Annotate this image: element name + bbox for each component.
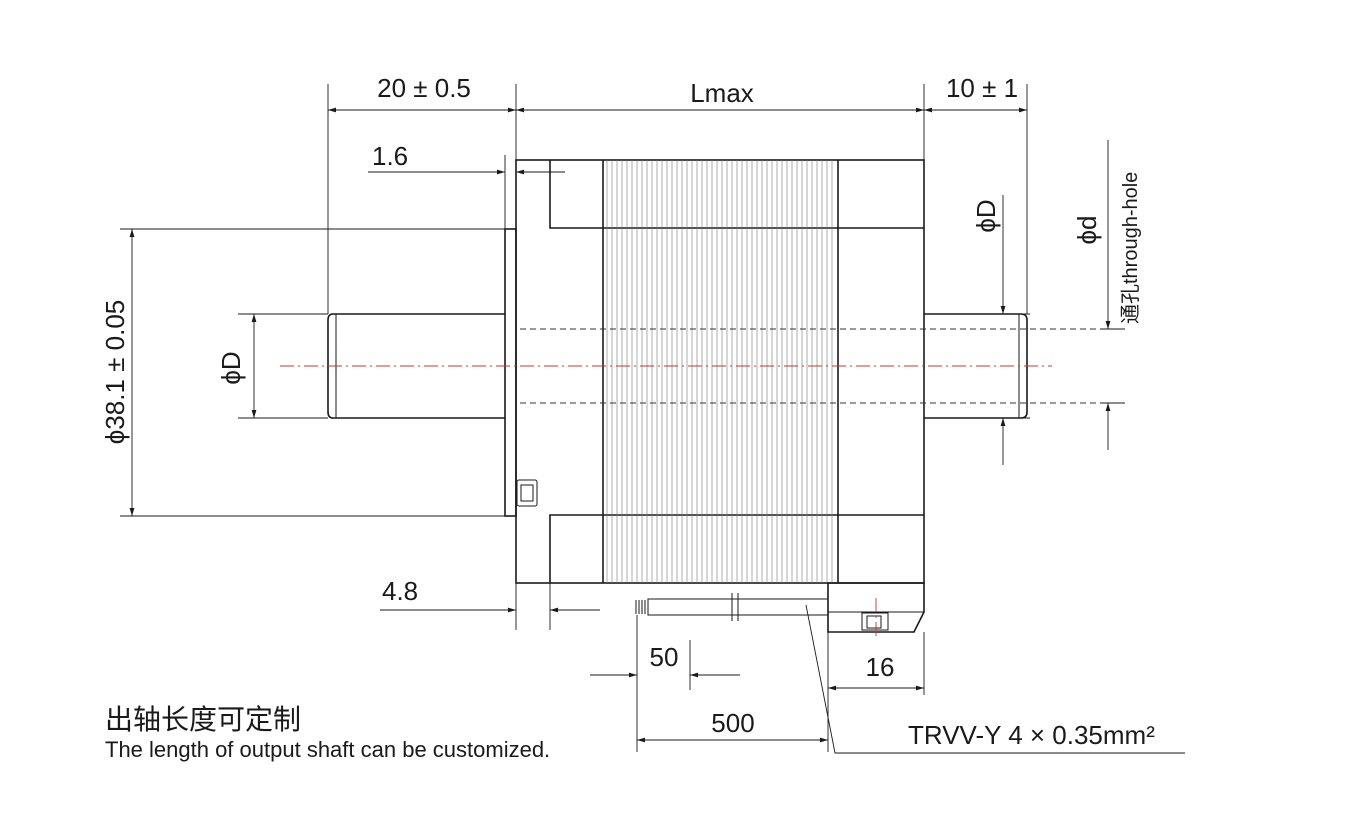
flange-step-label: 1.6: [372, 141, 408, 171]
cable-spec-label: TRVV-Y 4 × 0.35mm²: [908, 720, 1155, 750]
connector-width-label: 16: [866, 652, 895, 682]
lead-strip-label: 50: [650, 642, 679, 672]
lead-wire: [635, 593, 829, 621]
customization-note-cn: 出轴长度可定制: [105, 703, 302, 736]
hole-diameter-label: ϕd: [1072, 215, 1102, 244]
lead-length-label: 500: [711, 708, 754, 738]
customization-note-en: The length of output shaft can be custom…: [105, 737, 551, 762]
front-pilot: [504, 228, 538, 517]
motor-body: [515, 159, 925, 584]
rear-shaft-diameter-label: ϕD: [971, 199, 1001, 232]
pilot-diameter-label: ϕ38.1 ± 0.05: [100, 300, 130, 445]
body-length-label: Lmax: [690, 78, 754, 108]
rear-shaft-length-label: 10 ± 1: [946, 73, 1018, 103]
through-hole-note: 通孔through-hole: [1119, 172, 1142, 324]
front-shaft-diameter-label: ϕD: [216, 351, 246, 384]
end-cap-offset-label: 4.8: [382, 576, 418, 606]
front-shaft-length-label: 20 ± 0.5: [377, 73, 471, 103]
stator-laminations: [606, 160, 833, 583]
connector: [827, 582, 925, 640]
dimension-lines: [129, 107, 1185, 754]
